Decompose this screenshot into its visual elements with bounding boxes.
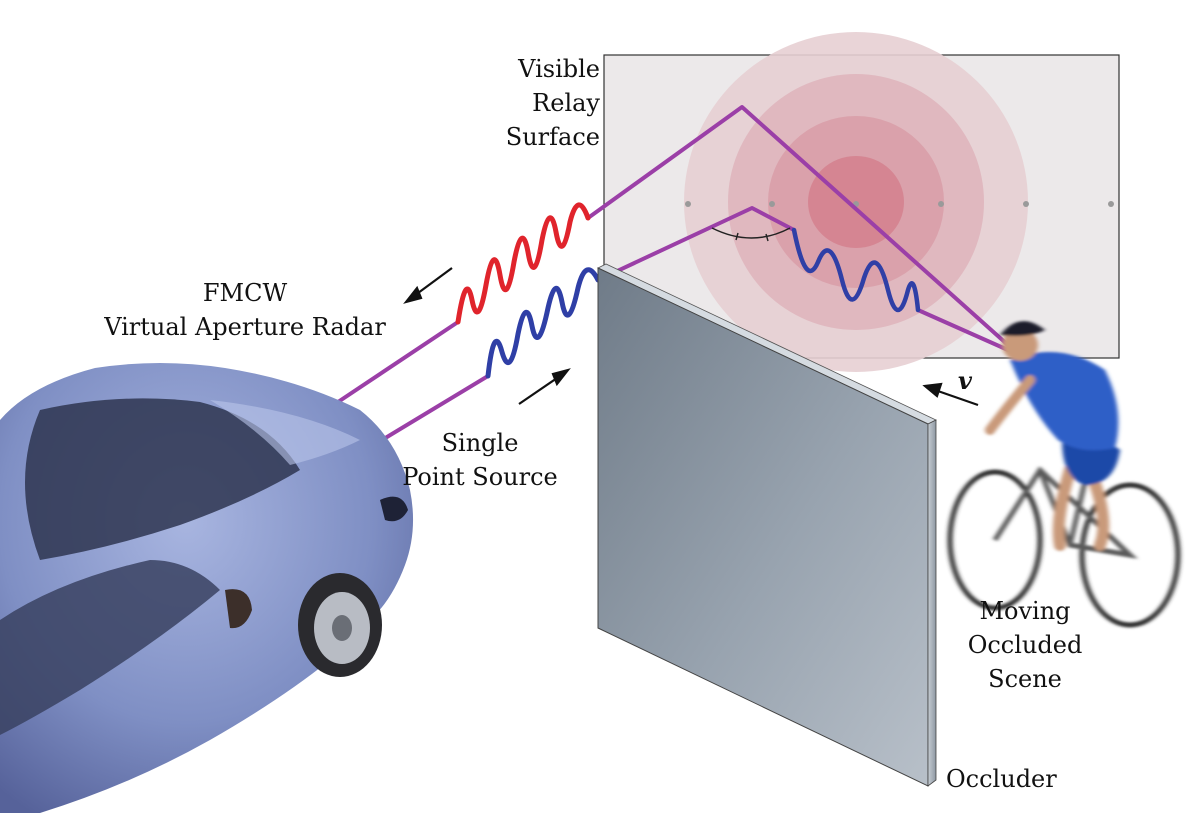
cyclist-icon [947,321,1181,628]
path-to-car-lower [380,374,490,442]
scene-wave [791,227,921,313]
car-hood-highlight [210,400,360,465]
velocity-label: v [958,366,972,395]
radar-label-line1: FMCW [202,279,288,307]
source-label-line2: Point Source [402,463,558,491]
occluder-wall [597,263,937,787]
source-label-line1: Single [441,429,519,457]
relay-surface-label-line3: Surface [505,123,600,151]
car-headlight [380,496,408,522]
emitted-wave [485,267,601,379]
cyclist-helmet [1000,321,1045,336]
occluder-side [927,419,937,787]
radar-label: FMCW Virtual Aperture Radar [90,276,400,344]
cyclist-jersey [1010,352,1119,451]
source-label: Single Point Source [385,426,575,494]
upper-path [586,105,1010,347]
scene-label-line3: Scene [988,665,1062,693]
returned-wave [455,202,591,325]
car-windshield [25,398,300,560]
relay-surface-label-line2: Relay [532,89,600,117]
lower-path [596,206,796,282]
car-mirror [225,589,252,629]
arrow-icon [403,267,979,407]
scene-label-line2: Occluded [967,631,1083,659]
cyclist-arm [985,375,1035,435]
bike-rear-wheel [1079,482,1181,628]
angle-arc-icon [711,227,791,242]
occluder-label: Occluder [946,765,1057,793]
scene-label-line1: Moving [979,597,1071,625]
relay-surface-label: Visible Relay Surface [470,52,600,154]
scene-label: Moving Occluded Scene [950,594,1100,696]
radar-label-line2: Virtual Aperture Radar [104,313,386,341]
path-to-car-upper [333,320,460,406]
bike-front-wheel [947,469,1043,611]
cyclist-head [1002,329,1038,361]
car-side-window [0,560,220,735]
relay-sample-dots [685,201,1114,207]
signal-paths [333,105,1010,442]
lower-path-return [916,308,1010,352]
relay-surface-label-line1: Visible [518,55,600,83]
car-icon [0,363,414,813]
